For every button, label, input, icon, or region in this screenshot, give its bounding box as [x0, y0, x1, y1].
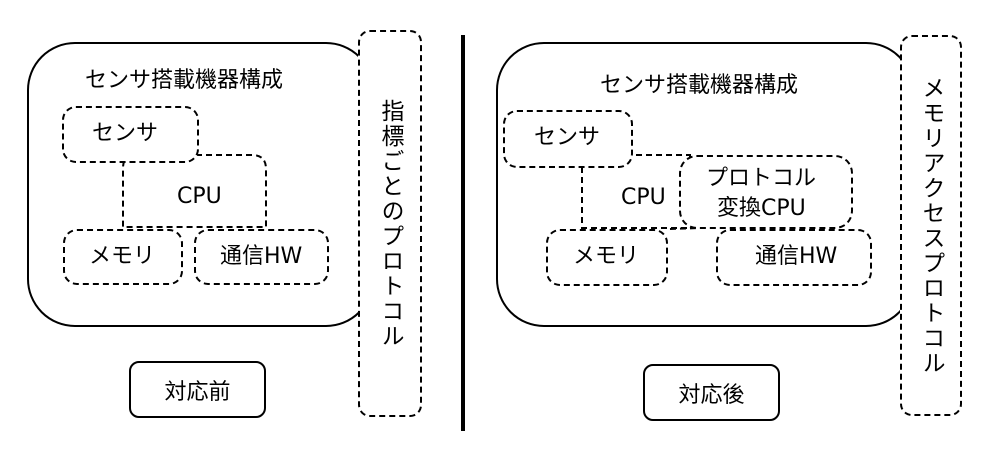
left-sensor-label: センサ [92, 121, 159, 146]
left-device-title: センサ搭載機器構成 [85, 68, 284, 93]
right-protocol-label: メモリアクセスプロトコル [918, 75, 944, 376]
left-memory-box [63, 229, 183, 285]
left-status-label: 対応前 [164, 379, 231, 405]
left-comm-label: 通信HW [220, 244, 303, 269]
left-status-button[interactable]: 対応前 [129, 361, 266, 418]
right-converter-box [679, 155, 853, 229]
right-status-button[interactable]: 対応後 [643, 364, 780, 421]
right-sensor-label: センサ [534, 125, 601, 150]
right-memory-box [546, 229, 668, 286]
left-memory-label: メモリ [89, 244, 156, 269]
left-comm-box [194, 229, 329, 285]
right-protocol-box: メモリアクセスプロトコル [900, 35, 962, 416]
right-memory-label: メモリ [573, 244, 640, 269]
right-converter-line1: プロトコル [706, 166, 817, 191]
left-cpu-label: CPU [177, 184, 222, 209]
right-comm-label: 通信HW [755, 244, 838, 269]
right-device-title: センサ搭載機器構成 [600, 73, 799, 98]
right-sensor-box [503, 110, 633, 168]
right-comm-box [716, 229, 872, 286]
center-divider [461, 35, 465, 431]
left-protocol-label: 指標ごとのプロトコル [377, 98, 403, 349]
left-sensor-box [62, 106, 199, 163]
right-converter-line2: 変換CPU [717, 196, 806, 221]
left-protocol-box: 指標ごとのプロトコル [358, 30, 422, 417]
right-cpu-label: CPU [621, 185, 666, 210]
right-status-label: 対応後 [678, 382, 745, 408]
